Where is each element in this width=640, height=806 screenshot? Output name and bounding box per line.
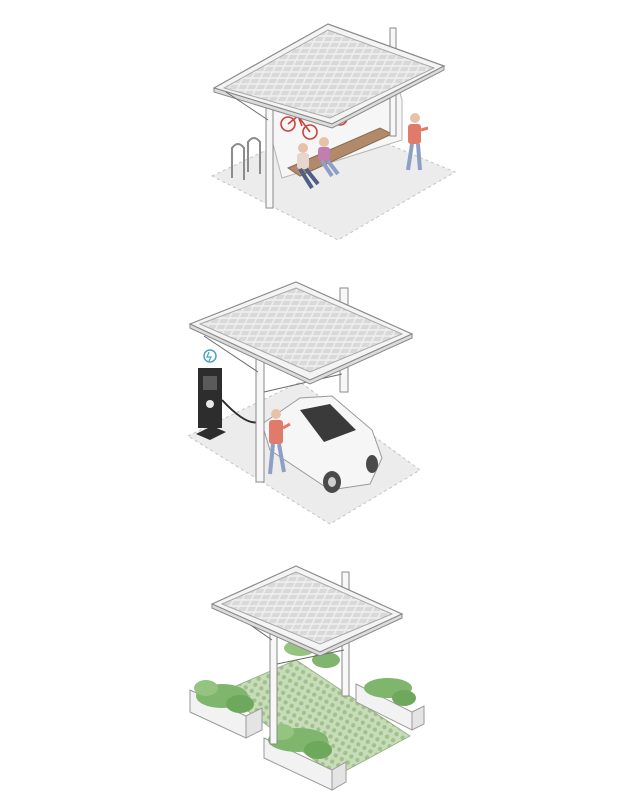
electric-car bbox=[261, 395, 383, 493]
roof-edge bbox=[211, 603, 403, 657]
scene-ev-carport bbox=[186, 281, 421, 525]
person-standing bbox=[268, 409, 291, 475]
roof-edge bbox=[213, 65, 445, 129]
bike-rack bbox=[231, 137, 261, 180]
solar-panels bbox=[198, 287, 404, 373]
scene-green-canopy bbox=[189, 565, 425, 791]
planter-front bbox=[263, 724, 347, 791]
roof-edge bbox=[189, 323, 413, 385]
person-seated-1 bbox=[297, 143, 320, 190]
person-seated-2 bbox=[318, 137, 340, 178]
scene-bike-shelter bbox=[210, 23, 457, 241]
brace-cable bbox=[225, 91, 269, 121]
planter-left bbox=[189, 680, 263, 739]
brace-cable bbox=[203, 335, 343, 393]
person-standing bbox=[406, 113, 429, 171]
planter-right bbox=[355, 678, 425, 731]
solar-panels bbox=[220, 571, 394, 645]
ev-charger bbox=[196, 349, 263, 440]
solar-panels bbox=[222, 29, 436, 119]
